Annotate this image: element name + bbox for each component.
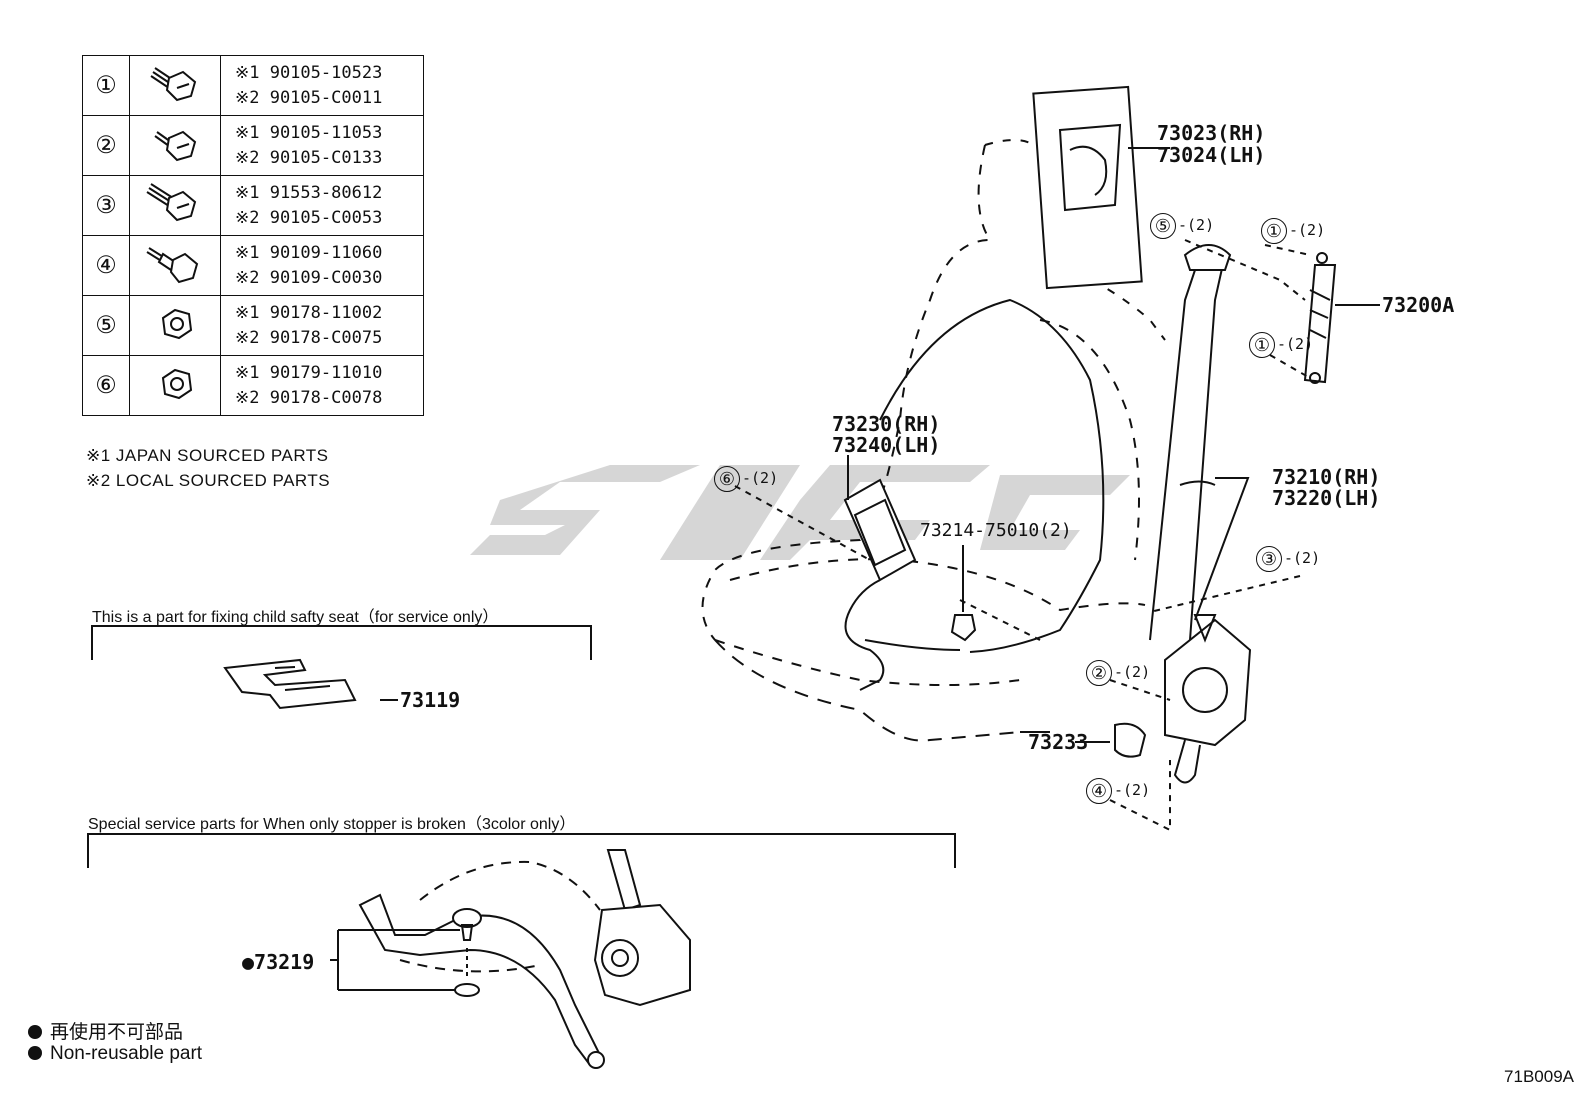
- marker-2-qty: -(2): [1114, 663, 1151, 681]
- part-number-japan: ※1 90105-10523: [235, 62, 383, 83]
- marker-5-number: ⑤: [1150, 213, 1176, 239]
- nut-icon: [161, 368, 193, 400]
- marker-1a-number: ①: [1261, 218, 1287, 244]
- marker-1b-number: ①: [1249, 332, 1275, 358]
- callout-73200a: 73200A: [1382, 293, 1455, 317]
- part-number-local: ※2 90178-C0078: [235, 387, 383, 408]
- item-number: ⑤: [82, 295, 130, 356]
- note-local-sourced: ※2 LOCAL SOURCED PARTS: [86, 471, 331, 490]
- part-number-japan: ※1 90179-11010: [235, 362, 383, 383]
- bolt-icon: [146, 247, 199, 284]
- marker-4-number: ④: [1086, 778, 1112, 804]
- diagram-code: 71B009A: [1504, 1067, 1574, 1086]
- part-number-local: ※2 90105-C0011: [235, 87, 383, 108]
- part-number-local: ※2 90109-C0030: [235, 267, 383, 288]
- callout-73230: 73230(RH): [832, 412, 941, 436]
- part-number-local: ※2 90105-C0133: [235, 147, 383, 168]
- bullet-icon: [28, 1046, 42, 1060]
- marker-5-qty: -(2): [1178, 216, 1215, 234]
- callout-73240: 73240(LH): [832, 433, 941, 457]
- part-number-japan: ※1 90109-11060: [235, 242, 383, 263]
- marker-2-number: ②: [1086, 660, 1112, 686]
- part-number-japan: ※1 91553-80612: [235, 182, 383, 203]
- part-number-japan: ※1 90178-11002: [235, 302, 383, 323]
- child-seat-box-label: This is a part for fixing child safty se…: [92, 609, 499, 626]
- bolt-icon: [150, 67, 197, 102]
- watermark-logo: [470, 465, 1130, 560]
- part-number-local: ※2 90105-C0053: [235, 207, 383, 228]
- item-number: ④: [82, 235, 130, 296]
- table-row: ⑤ ※1 90178-11002 ※2 90178-C0075: [82, 295, 424, 356]
- callout-73023: 73023(RH): [1157, 121, 1266, 145]
- callout-73119: 73119: [400, 688, 461, 712]
- callout-73219: ●73219: [242, 950, 315, 974]
- bolt-icon: [154, 130, 197, 162]
- marker-3-number: ③: [1256, 546, 1282, 572]
- item-number: ③: [82, 175, 130, 236]
- item-number: ①: [82, 55, 130, 116]
- fastener-table: ① ※1 90105-10523 ※2 90105-C0011 ② ※1 9010…: [82, 55, 424, 416]
- callout-73210: 73210(RH): [1272, 465, 1381, 489]
- table-row: ① ※1 90105-10523 ※2 90105-C0011: [82, 55, 424, 116]
- stopper-box-label: Special service parts for When only stop…: [88, 816, 576, 833]
- item-number: ②: [82, 115, 130, 176]
- nut-icon: [161, 308, 193, 340]
- callout-73024: 73024(LH): [1157, 143, 1266, 167]
- bolt-icon: [146, 183, 197, 222]
- marker-1b-qty: -(2): [1277, 335, 1314, 353]
- callout-73214: 73214-75010(2): [920, 520, 1072, 541]
- marker-6-qty: -(2): [742, 469, 779, 487]
- marker-1a-qty: -(2): [1289, 221, 1326, 239]
- table-row: ④ ※1 90109-11060 ※2 90109-C0030: [82, 235, 424, 296]
- legend-english: Non-reusable part: [28, 1043, 202, 1065]
- legend-japanese: 再使用不可部品: [28, 1017, 183, 1044]
- part-number-local: ※2 90178-C0075: [235, 327, 383, 348]
- item-number: ⑥: [82, 355, 130, 416]
- callout-73220: 73220(LH): [1272, 486, 1381, 510]
- part-number-japan: ※1 90105-11053: [235, 122, 383, 143]
- table-row: ② ※1 90105-11053 ※2 90105-C0133: [82, 115, 424, 176]
- table-row: ⑥ ※1 90179-11010 ※2 90178-C0078: [82, 355, 424, 416]
- marker-3-qty: -(2): [1284, 549, 1321, 567]
- bullet-icon: [28, 1025, 42, 1039]
- note-japan-sourced: ※1 JAPAN SOURCED PARTS: [86, 446, 329, 465]
- marker-6-number: ⑥: [714, 466, 740, 492]
- marker-4-qty: -(2): [1114, 781, 1151, 799]
- table-row: ③ ※1 91553-80612 ※2 90105-C0053: [82, 175, 424, 236]
- callout-73233: 73233: [1028, 730, 1089, 754]
